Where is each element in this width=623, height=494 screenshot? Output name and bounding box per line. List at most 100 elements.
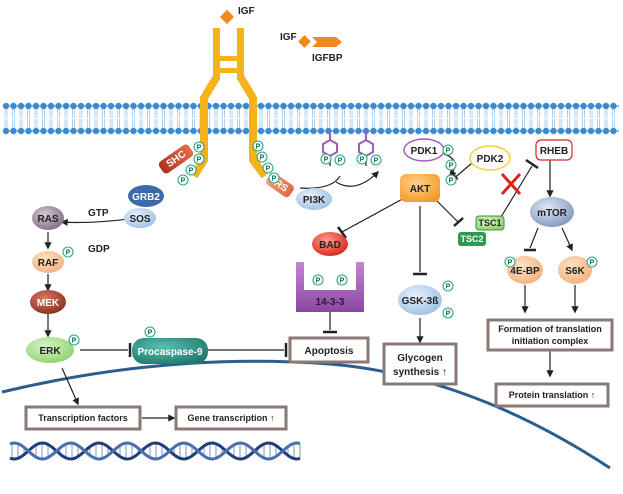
lipid-head [92,127,100,135]
lipid-head [572,127,580,135]
lipid-head [407,102,415,110]
lipid-head [377,127,385,135]
lipid-head [32,127,40,135]
lipid-head [535,102,542,110]
lipid-head [212,102,220,110]
phospho-marker: P [445,159,457,171]
phospho-marker: P [442,307,454,319]
lipid-head [347,127,355,135]
lipid-head [2,102,10,110]
lipid-head [257,102,265,110]
lipid-head [115,102,122,110]
svg-text:14-3-3: 14-3-3 [316,297,345,308]
lipid-head [182,127,190,135]
phospho-marker: P [442,280,454,292]
svg-text:S6K: S6K [565,266,585,277]
lipid-head [587,127,595,135]
lipid-head [542,102,550,110]
svg-text:Formation of translation: Formation of translation [498,324,602,334]
lipid-head [497,102,505,110]
lipid-head [137,127,145,135]
svg-text:P: P [324,157,329,164]
lipid-head [70,127,77,135]
lipid-head [520,102,527,110]
lipid-head [377,102,385,110]
svg-text:ERK: ERK [39,346,61,357]
svg-text:TSC2: TSC2 [460,234,483,244]
lipid-head [602,127,610,135]
lipid-head [242,127,250,135]
phospho-marker: P [262,162,274,174]
svg-text:P: P [197,157,202,164]
svg-text:P: P [72,338,77,345]
svg-text:P: P [338,158,343,165]
apoptosis-box: Apoptosis [288,336,370,364]
phospho-marker: P [320,153,332,165]
phospho-marker: P [336,274,348,286]
lipid-head [25,102,32,110]
phospho-marker: P [68,334,80,346]
svg-text:P: P [181,178,186,185]
svg-text:RAF: RAF [38,258,59,269]
lipid-head [212,127,220,135]
lipid-head [77,127,85,135]
svg-text:Apoptosis: Apoptosis [305,346,354,357]
lipid-head [175,102,182,110]
protein-translation-box: Protein translation ↑ [494,382,610,408]
lipid-head [107,102,115,110]
4ebp-node: 4E-BP [507,256,543,284]
lipid-head [287,102,295,110]
lipid-head [580,127,587,135]
lipid-head [550,102,557,110]
lipid-head [340,102,347,110]
svg-text:4E-BP: 4E-BP [510,266,540,277]
svg-text:P: P [449,163,454,170]
phospho-marker: P [256,151,268,163]
lipid-head [340,127,347,135]
lipid-head [527,127,535,135]
lipid-head [145,102,152,110]
svg-text:P: P [266,166,271,173]
lipid-head [85,102,92,110]
lipid-head [92,102,100,110]
phospho-marker: P [356,153,368,165]
lipid-head [520,127,527,135]
lipid-head [370,102,377,110]
lipid-head [295,102,302,110]
mtor-node: mTOR [530,197,574,227]
phospho-marker: P [252,140,264,152]
lipid-head [40,127,47,135]
lipid-head [47,102,55,110]
lipid-head [265,102,272,110]
svg-text:RAS: RAS [37,214,58,225]
phospho-marker: P [334,154,346,166]
lipid-head [280,102,287,110]
lipid-head [550,127,557,135]
lipid-head [235,127,242,135]
lipid-head [482,127,490,135]
lipid-head [280,127,287,135]
akt-node: AKT [400,174,440,202]
svg-text:AKT: AKT [410,184,431,195]
mek-node: MEK [30,290,66,314]
lipid-head [137,102,145,110]
rheb-node: RHEB [535,139,573,161]
lipid-head [55,127,62,135]
lipid-head [310,127,317,135]
lipid-head [572,102,580,110]
lipid-head [62,127,70,135]
phospho-marker: P [586,256,598,268]
translation-initiation-box: Formation of translation initiation comp… [486,318,614,352]
blocked-x-icon [500,172,522,196]
svg-text:P: P [197,145,202,152]
lipid-head [482,102,490,110]
lipid-head [475,127,482,135]
svg-text:P: P [256,144,261,151]
lipid-head [347,102,355,110]
pdk2-node: PDK2 [469,145,511,171]
lipid-head [25,127,32,135]
lipid-head [355,102,362,110]
lipid-head [40,102,47,110]
lipid-head [587,102,595,110]
